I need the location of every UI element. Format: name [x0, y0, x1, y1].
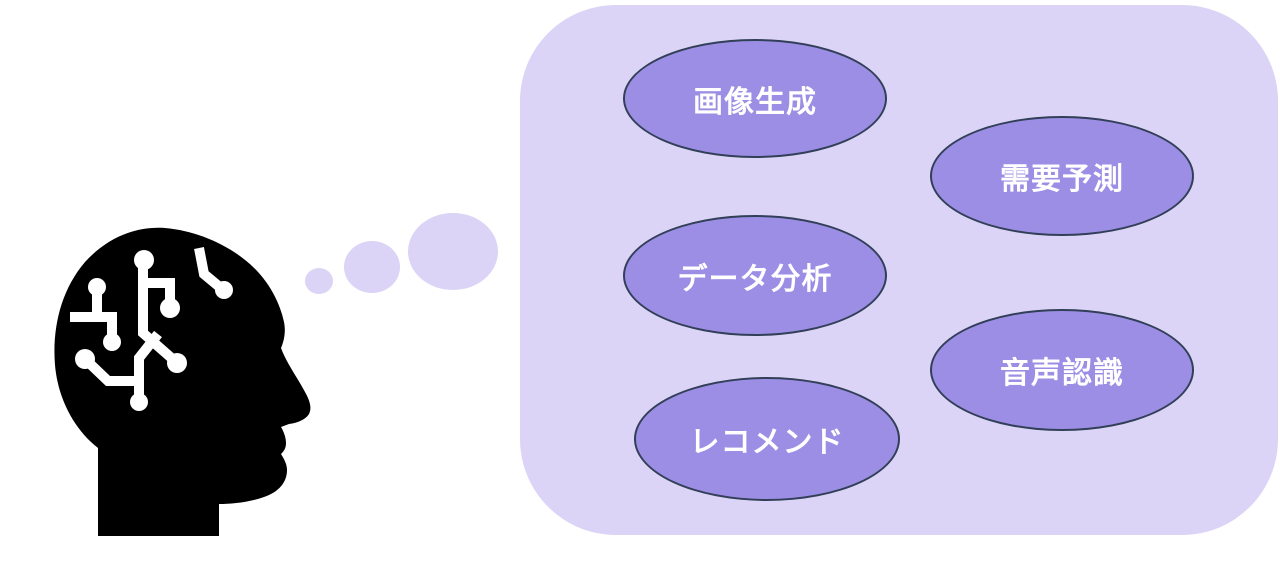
- bubble-recommendation: レコメンド: [634, 377, 900, 501]
- ai-head-icon: [54, 227, 311, 536]
- bubble-image-generation-label: 画像生成: [693, 85, 817, 119]
- thought-dot-medium: [344, 241, 400, 293]
- bubble-recommendation-label: レコメンド: [689, 426, 845, 459]
- head-silhouette: [54, 227, 311, 536]
- bubble-speech-recognition: 音声認識: [930, 309, 1194, 431]
- bubble-data-analysis: データ分析: [623, 215, 887, 336]
- bubble-image-generation: 画像生成: [623, 39, 887, 158]
- bubble-demand-forecast-label: 需要予測: [1000, 163, 1124, 196]
- thought-dot-small: [305, 268, 333, 294]
- circuit-nodes: [75, 250, 233, 411]
- thought-dot-large: [408, 213, 498, 290]
- circuit-pattern: [70, 247, 226, 399]
- bubble-data-analysis-label: データ分析: [677, 262, 833, 296]
- bubble-speech-recognition-label: 音声認識: [1000, 357, 1124, 390]
- bubble-demand-forecast: 需要予測: [930, 116, 1194, 236]
